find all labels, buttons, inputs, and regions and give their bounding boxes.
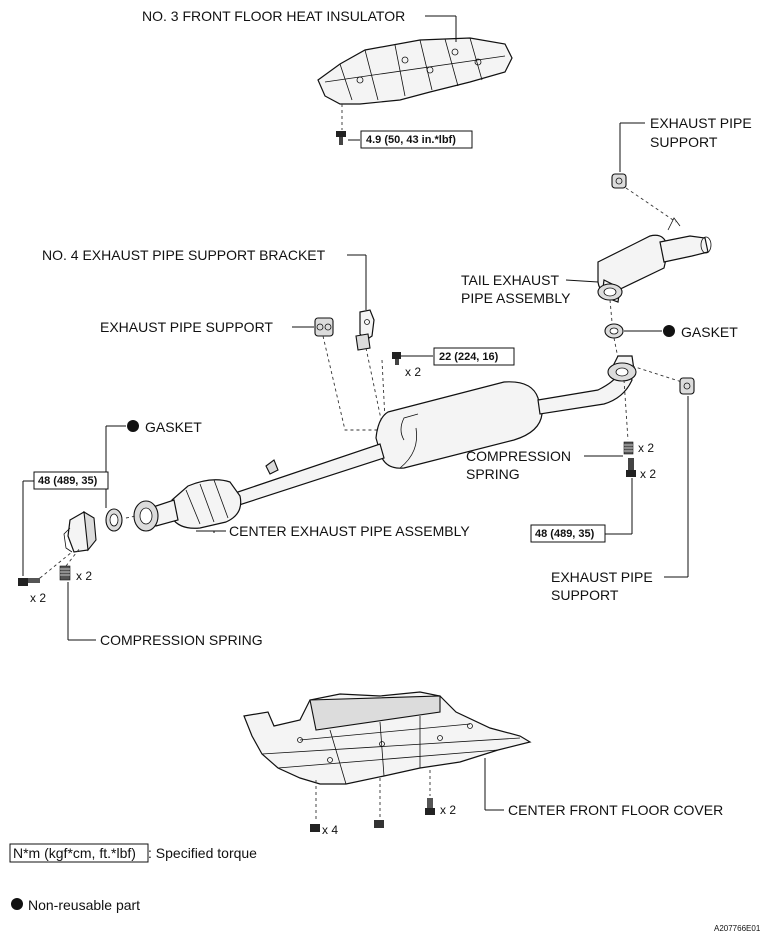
- label-comp-spring-right-2: SPRING: [466, 466, 520, 482]
- exhaust-pipe-support-top-icon: [611, 173, 627, 189]
- tail-exhaust-pipe-assembly: [597, 217, 712, 303]
- qty-spring-right: x 2: [638, 441, 654, 455]
- front-pipe-flange-icon: [63, 510, 97, 553]
- exhaust-pipe-support-bottom-icon: [679, 377, 695, 395]
- label-no4-bracket: NO. 4 EXHAUST PIPE SUPPORT BRACKET: [42, 247, 326, 263]
- label-support-bot-1: EXHAUST PIPE: [551, 569, 653, 585]
- label-support-bot-2: SUPPORT: [551, 587, 619, 603]
- cover-bolt-b-icon: [425, 798, 435, 815]
- qty-bolt-right: x 2: [640, 467, 656, 481]
- qty-cover-bolt-a: x 4: [322, 823, 338, 837]
- torque-insulator-bolt: 4.9 (50, 43 in.*lbf): [366, 134, 456, 146]
- label-center-pipe: CENTER EXHAUST PIPE ASSEMBLY: [229, 523, 470, 539]
- insulator-bolt-icon: [336, 131, 346, 145]
- cover-nut-icon: [374, 820, 384, 828]
- gasket-left-icon: [105, 508, 123, 532]
- legend-nonreusable: Non-reusable part: [28, 897, 140, 913]
- label-tail-1: TAIL EXHAUST: [461, 272, 559, 288]
- cover-bolt-a-icon: [310, 824, 320, 832]
- label-gasket-right: GASKET: [681, 324, 738, 340]
- nonreusable-dot-gasket-left: [127, 420, 139, 432]
- compression-spring-right-icon: [623, 441, 634, 455]
- support-bracket-icon: [355, 309, 375, 351]
- legend-torque-desc: : Specified torque: [148, 845, 257, 861]
- label-no3-heat-insulator: NO. 3 FRONT FLOOR HEAT INSULATOR: [142, 8, 405, 24]
- bracket-bolt-icon: [392, 352, 401, 365]
- nonreusable-dot-gasket-right: [663, 325, 675, 337]
- torque-box-right: [530, 524, 606, 543]
- gasket-right-icon: [604, 323, 624, 339]
- legend-torque-unit: N*m (kgf*cm, ft.*lbf): [13, 845, 136, 861]
- qty-spring-left: x 2: [76, 569, 92, 583]
- label-tail-2: PIPE ASSEMBLY: [461, 290, 571, 306]
- label-support-top-1: EXHAUST PIPE: [650, 115, 752, 131]
- label-center-cover: CENTER FRONT FLOOR COVER: [508, 802, 723, 818]
- bolt-right-icon: [626, 458, 636, 477]
- torque-box-insulator: [360, 130, 473, 149]
- torque-left-bolt: 48 (489, 35): [38, 475, 98, 487]
- torque-box-bracket: [433, 347, 515, 366]
- torque-bracket-bolt: 22 (224, 16): [439, 351, 499, 363]
- heat-insulator-illustration: [317, 37, 513, 105]
- exhaust-pipe-support-mid-icon: [314, 317, 334, 337]
- torque-right-bolt: 48 (489, 35): [535, 528, 595, 540]
- center-exhaust-pipe-assembly: [133, 355, 637, 532]
- qty-bolt-left: x 2: [30, 591, 46, 605]
- bolt-left-icon: [18, 577, 41, 586]
- qty-bracket-bolt: x 2: [405, 365, 421, 379]
- qty-cover-bolt-b: x 2: [440, 803, 456, 817]
- legend-torque-box: [9, 843, 149, 863]
- label-comp-spring-right-1: COMPRESSION: [466, 448, 571, 464]
- label-support-mid: EXHAUST PIPE SUPPORT: [100, 319, 273, 335]
- label-comp-spring-left: COMPRESSION SPRING: [100, 632, 263, 648]
- center-front-floor-cover-illustration: [243, 691, 532, 785]
- legend-nonreusable-dot: [11, 898, 23, 910]
- figure-code: A207766E01: [714, 924, 761, 933]
- label-support-top-2: SUPPORT: [650, 134, 718, 150]
- compression-spring-left-icon: [59, 565, 71, 581]
- label-gasket-left: GASKET: [145, 419, 202, 435]
